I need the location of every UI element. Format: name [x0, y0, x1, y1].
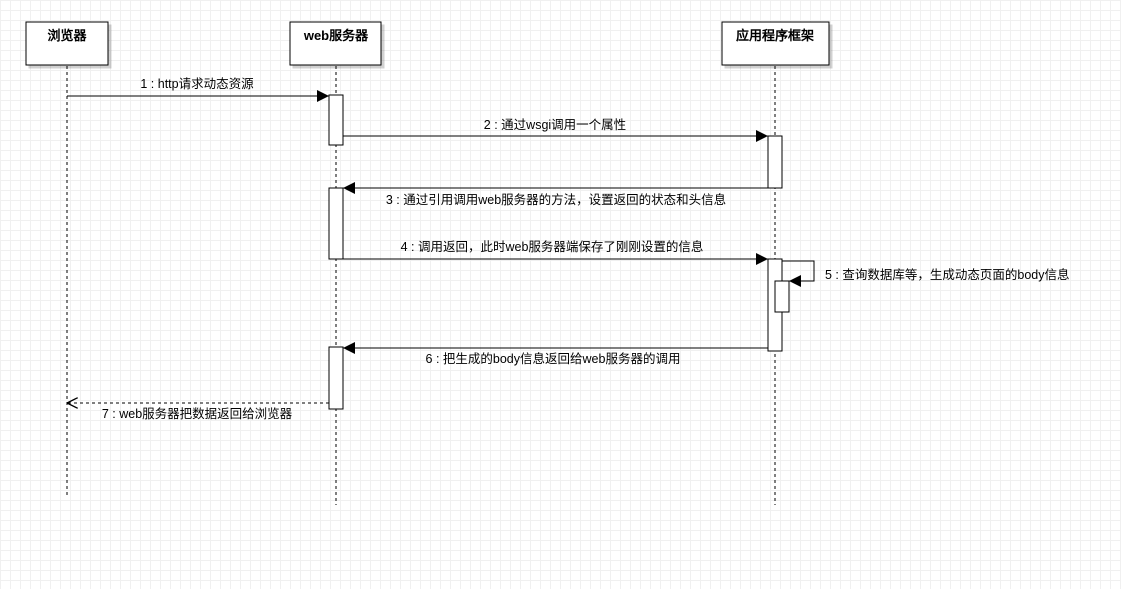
message-1-label: 1 : http请求动态资源 — [140, 77, 254, 91]
participant-webserver[interactable]: web服务器 — [289, 21, 382, 66]
activation-framework-1[interactable] — [767, 135, 783, 189]
message-4-label: 4 : 调用返回，此时web服务器端保存了刚刚设置的信息 — [401, 239, 704, 254]
activation-framework-nested[interactable] — [774, 280, 790, 313]
message-7-label: 7 : web服务器把数据返回给浏览器 — [102, 406, 293, 421]
participant-framework-label: 应用程序框架 — [736, 28, 814, 43]
activation-webserver-2[interactable] — [328, 187, 344, 260]
message-5-label: 5 : 查询数据库等，生成动态页面的body信息 — [825, 267, 1069, 282]
message-5-arrow[interactable] — [782, 260, 815, 287]
activation-webserver-3[interactable] — [328, 346, 344, 410]
message-6-label: 6 : 把生成的body信息返回给web服务器的调用 — [426, 351, 681, 366]
participant-webserver-label: web服务器 — [303, 28, 369, 43]
message-2-label: 2 : 通过wsgi调用一个属性 — [484, 118, 626, 132]
participant-browser[interactable]: 浏览器 — [25, 21, 109, 66]
message-3-label: 3 : 通过引用调用web服务器的方法，设置返回的状态和头信息 — [386, 192, 726, 207]
participant-browser-label: 浏览器 — [47, 28, 87, 43]
activation-webserver-1[interactable] — [328, 94, 344, 146]
participant-framework[interactable]: 应用程序框架 — [721, 21, 830, 66]
